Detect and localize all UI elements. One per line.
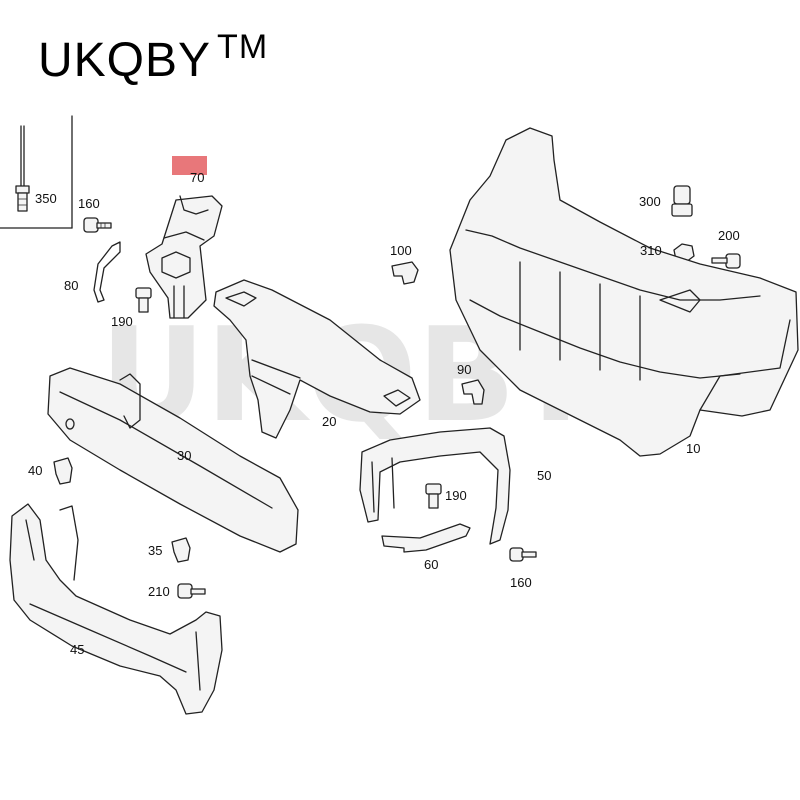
clip-35-drawing: [171, 537, 191, 563]
clip-40-drawing: [53, 457, 73, 485]
bracket-90-drawing: [461, 379, 485, 405]
part-label-30: 30: [177, 448, 191, 463]
highlight-marker: [172, 156, 207, 175]
part-label-350: 350: [35, 191, 57, 206]
part-label-45: 45: [70, 642, 84, 657]
nut-300-drawing: [671, 185, 693, 217]
part-label-70: 70: [190, 170, 204, 185]
part-label-50: 50: [537, 468, 551, 483]
screw-200-drawing: [711, 253, 741, 269]
bracket-70-drawing: [145, 195, 223, 319]
bolt-190b-drawing: [425, 483, 442, 509]
screw-210-drawing: [177, 583, 206, 599]
side-frame-50-drawing: [359, 427, 511, 545]
part-label-200: 200: [718, 228, 740, 243]
rivet-350-drawing: [15, 125, 30, 212]
part-label-300: 300: [639, 194, 661, 209]
lower-support-45-drawing: [9, 503, 223, 715]
bolt-190a-drawing: [135, 287, 152, 313]
brand-name: UKQBY: [38, 34, 212, 87]
part-label-160-b: 160: [510, 575, 532, 590]
part-label-10: 10: [686, 441, 700, 456]
trademark-mark: TM: [217, 28, 269, 66]
part-label-20: 20: [322, 414, 336, 429]
part-label-310: 310: [640, 243, 662, 258]
part-label-90: 90: [457, 362, 471, 377]
bracket-60-drawing: [381, 523, 471, 553]
bumper-beam-30-drawing: [47, 367, 299, 553]
bracket-100-drawing: [391, 261, 419, 285]
front-module-10-drawing: [449, 127, 799, 457]
part-label-160-a: 160: [78, 196, 100, 211]
part-label-190-a: 190: [111, 314, 133, 329]
inset-box-350: [0, 115, 73, 229]
part-label-210: 210: [148, 584, 170, 599]
part-label-35: 35: [148, 543, 162, 558]
part-label-190-b: 190: [445, 488, 467, 503]
part-label-100: 100: [390, 243, 412, 258]
part-label-40: 40: [28, 463, 42, 478]
part-label-60: 60: [424, 557, 438, 572]
cross-member-20-drawing: [213, 279, 421, 439]
part-label-80: 80: [64, 278, 78, 293]
bracket-80-drawing: [93, 241, 121, 303]
screw-160-drawing: [83, 217, 112, 233]
screw-160b-drawing: [509, 547, 537, 562]
